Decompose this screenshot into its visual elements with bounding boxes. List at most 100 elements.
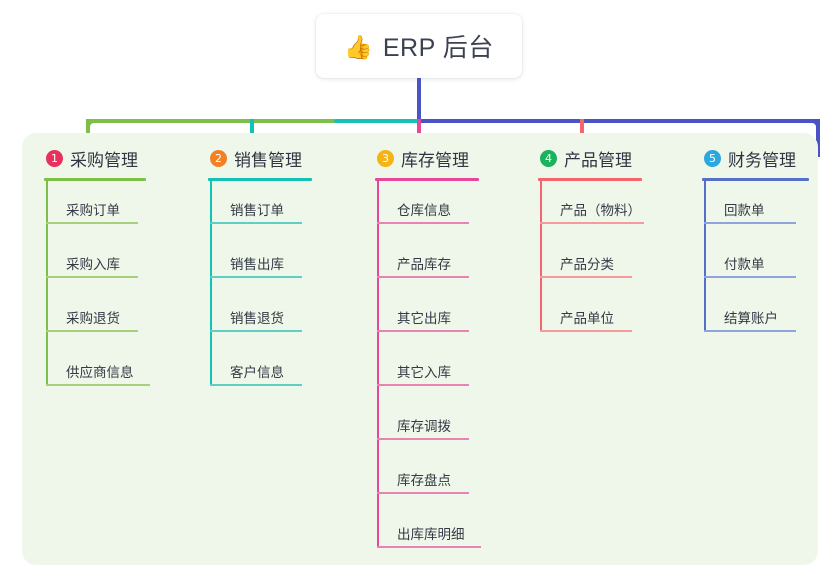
branch-column-5: 5 财务管理回款单付款单结算账户 (702, 145, 839, 343)
branch-item-label: 产品单位 (560, 311, 614, 326)
root-node-title: ERP 后台 (382, 34, 494, 62)
branch-item-rule (704, 330, 796, 332)
branch-item-label: 采购订单 (66, 203, 120, 218)
branch-item[interactable]: 产品单位 (540, 289, 690, 343)
branch-item-rule (377, 276, 469, 278)
connector-bus-green (86, 119, 336, 123)
branch-title: 产品管理 (564, 150, 632, 170)
branch-item-label: 库存调拨 (397, 419, 451, 434)
branch-items: 产品（物料） 产品分类产品单位 (540, 181, 690, 343)
thumbs-up-icon: 👍 (344, 33, 373, 60)
branch-item-rule (377, 330, 469, 332)
branch-items: 采购订单采购入库采购退货供应商信息 (46, 181, 196, 397)
branch-items: 销售订单销售出库销售退货客户信息 (210, 181, 360, 397)
branch-item-label: 客户信息 (230, 365, 284, 380)
branch-item-rule (210, 222, 302, 224)
connector-bus-indigo (418, 119, 820, 123)
branch-title: 销售管理 (234, 150, 302, 170)
branch-items: 仓库信息产品库存其它出库其它入库库存调拨库存盘点出库库明细 (377, 181, 527, 559)
branch-number-badge: 1 (46, 149, 63, 167)
branch-header-5[interactable]: 5 财务管理 (702, 145, 839, 171)
branch-item-rule (46, 384, 150, 386)
branch-item[interactable]: 采购退货 (46, 289, 196, 343)
branch-item-label: 付款单 (724, 257, 765, 272)
branch-number-badge: 2 (210, 149, 227, 167)
branch-item[interactable]: 回款单 (704, 181, 839, 235)
branch-item-label: 产品分类 (560, 257, 614, 272)
branch-item-label: 采购入库 (66, 257, 120, 272)
branch-item-label: 回款单 (724, 203, 765, 218)
branch-item-rule (540, 330, 632, 332)
branch-header-rule (702, 178, 809, 181)
branch-spine (704, 181, 706, 330)
branch-item[interactable]: 产品库存 (377, 235, 527, 289)
branch-item-label: 其它入库 (397, 365, 451, 380)
branch-item-label: 结算账户 (724, 311, 778, 326)
branch-header-1[interactable]: 1 采购管理 (44, 145, 196, 171)
branch-item-label: 供应商信息 (66, 365, 134, 380)
branch-item[interactable]: 付款单 (704, 235, 839, 289)
branch-item[interactable]: 客户信息 (210, 343, 360, 397)
branch-header-rule (538, 178, 642, 181)
branch-item-rule (46, 330, 138, 332)
branch-number-badge: 3 (377, 149, 394, 167)
root-node-card[interactable]: 👍 ERP 后台 (316, 14, 522, 78)
branch-item[interactable]: 产品（物料） (540, 181, 690, 235)
branch-item[interactable]: 采购入库 (46, 235, 196, 289)
branch-column-2: 2 销售管理销售订单销售出库销售退货客户信息 (208, 145, 360, 397)
branch-item-rule (210, 384, 302, 386)
branch-item[interactable]: 库存调拨 (377, 397, 527, 451)
branch-item-rule (377, 546, 481, 548)
branch-item-label: 库存盘点 (397, 473, 451, 488)
branch-item-rule (210, 276, 302, 278)
branch-spine (46, 181, 48, 384)
branch-item-rule (377, 492, 469, 494)
branch-item-label: 出库库明细 (397, 527, 465, 542)
branch-spine (540, 181, 542, 330)
branch-item[interactable]: 采购订单 (46, 181, 196, 235)
branch-column-1: 1 采购管理采购订单采购入库采购退货供应商信息 (44, 145, 196, 397)
branch-item-label: 产品（物料） (560, 203, 641, 218)
branch-item-label: 销售退货 (230, 311, 284, 326)
branch-item[interactable]: 销售订单 (210, 181, 360, 235)
branch-item[interactable]: 其它出库 (377, 289, 527, 343)
connector-drop-5 (816, 119, 820, 157)
branch-item-rule (377, 438, 469, 440)
branch-spine (377, 181, 379, 546)
branch-title: 采购管理 (70, 150, 138, 170)
branch-item-rule (46, 222, 138, 224)
branch-item[interactable]: 库存盘点 (377, 451, 527, 505)
branch-item[interactable]: 结算账户 (704, 289, 839, 343)
connector-bus-teal (334, 119, 420, 123)
branch-item-rule (46, 276, 138, 278)
branch-item-rule (377, 222, 469, 224)
branch-header-2[interactable]: 2 销售管理 (208, 145, 360, 171)
branch-items: 回款单付款单结算账户 (704, 181, 839, 343)
branch-item[interactable]: 供应商信息 (46, 343, 196, 397)
branch-item-label: 销售订单 (230, 203, 284, 218)
branch-item-rule (704, 276, 796, 278)
branch-item[interactable]: 产品分类 (540, 235, 690, 289)
branch-header-rule (375, 178, 479, 181)
branch-item[interactable]: 销售出库 (210, 235, 360, 289)
connector-root-stem (417, 78, 421, 122)
branch-number-badge: 5 (704, 149, 721, 167)
branch-item-label: 仓库信息 (397, 203, 451, 218)
branch-item[interactable]: 销售退货 (210, 289, 360, 343)
branch-item-rule (540, 222, 644, 224)
branch-item-label: 销售出库 (230, 257, 284, 272)
branch-item[interactable]: 仓库信息 (377, 181, 527, 235)
branch-item-rule (210, 330, 302, 332)
branch-header-rule (208, 178, 312, 181)
branch-title: 财务管理 (728, 150, 796, 170)
branch-item-rule (704, 222, 796, 224)
branch-spine (210, 181, 212, 384)
branch-item[interactable]: 出库库明细 (377, 505, 527, 559)
branch-item[interactable]: 其它入库 (377, 343, 527, 397)
branch-item-label: 产品库存 (397, 257, 451, 272)
